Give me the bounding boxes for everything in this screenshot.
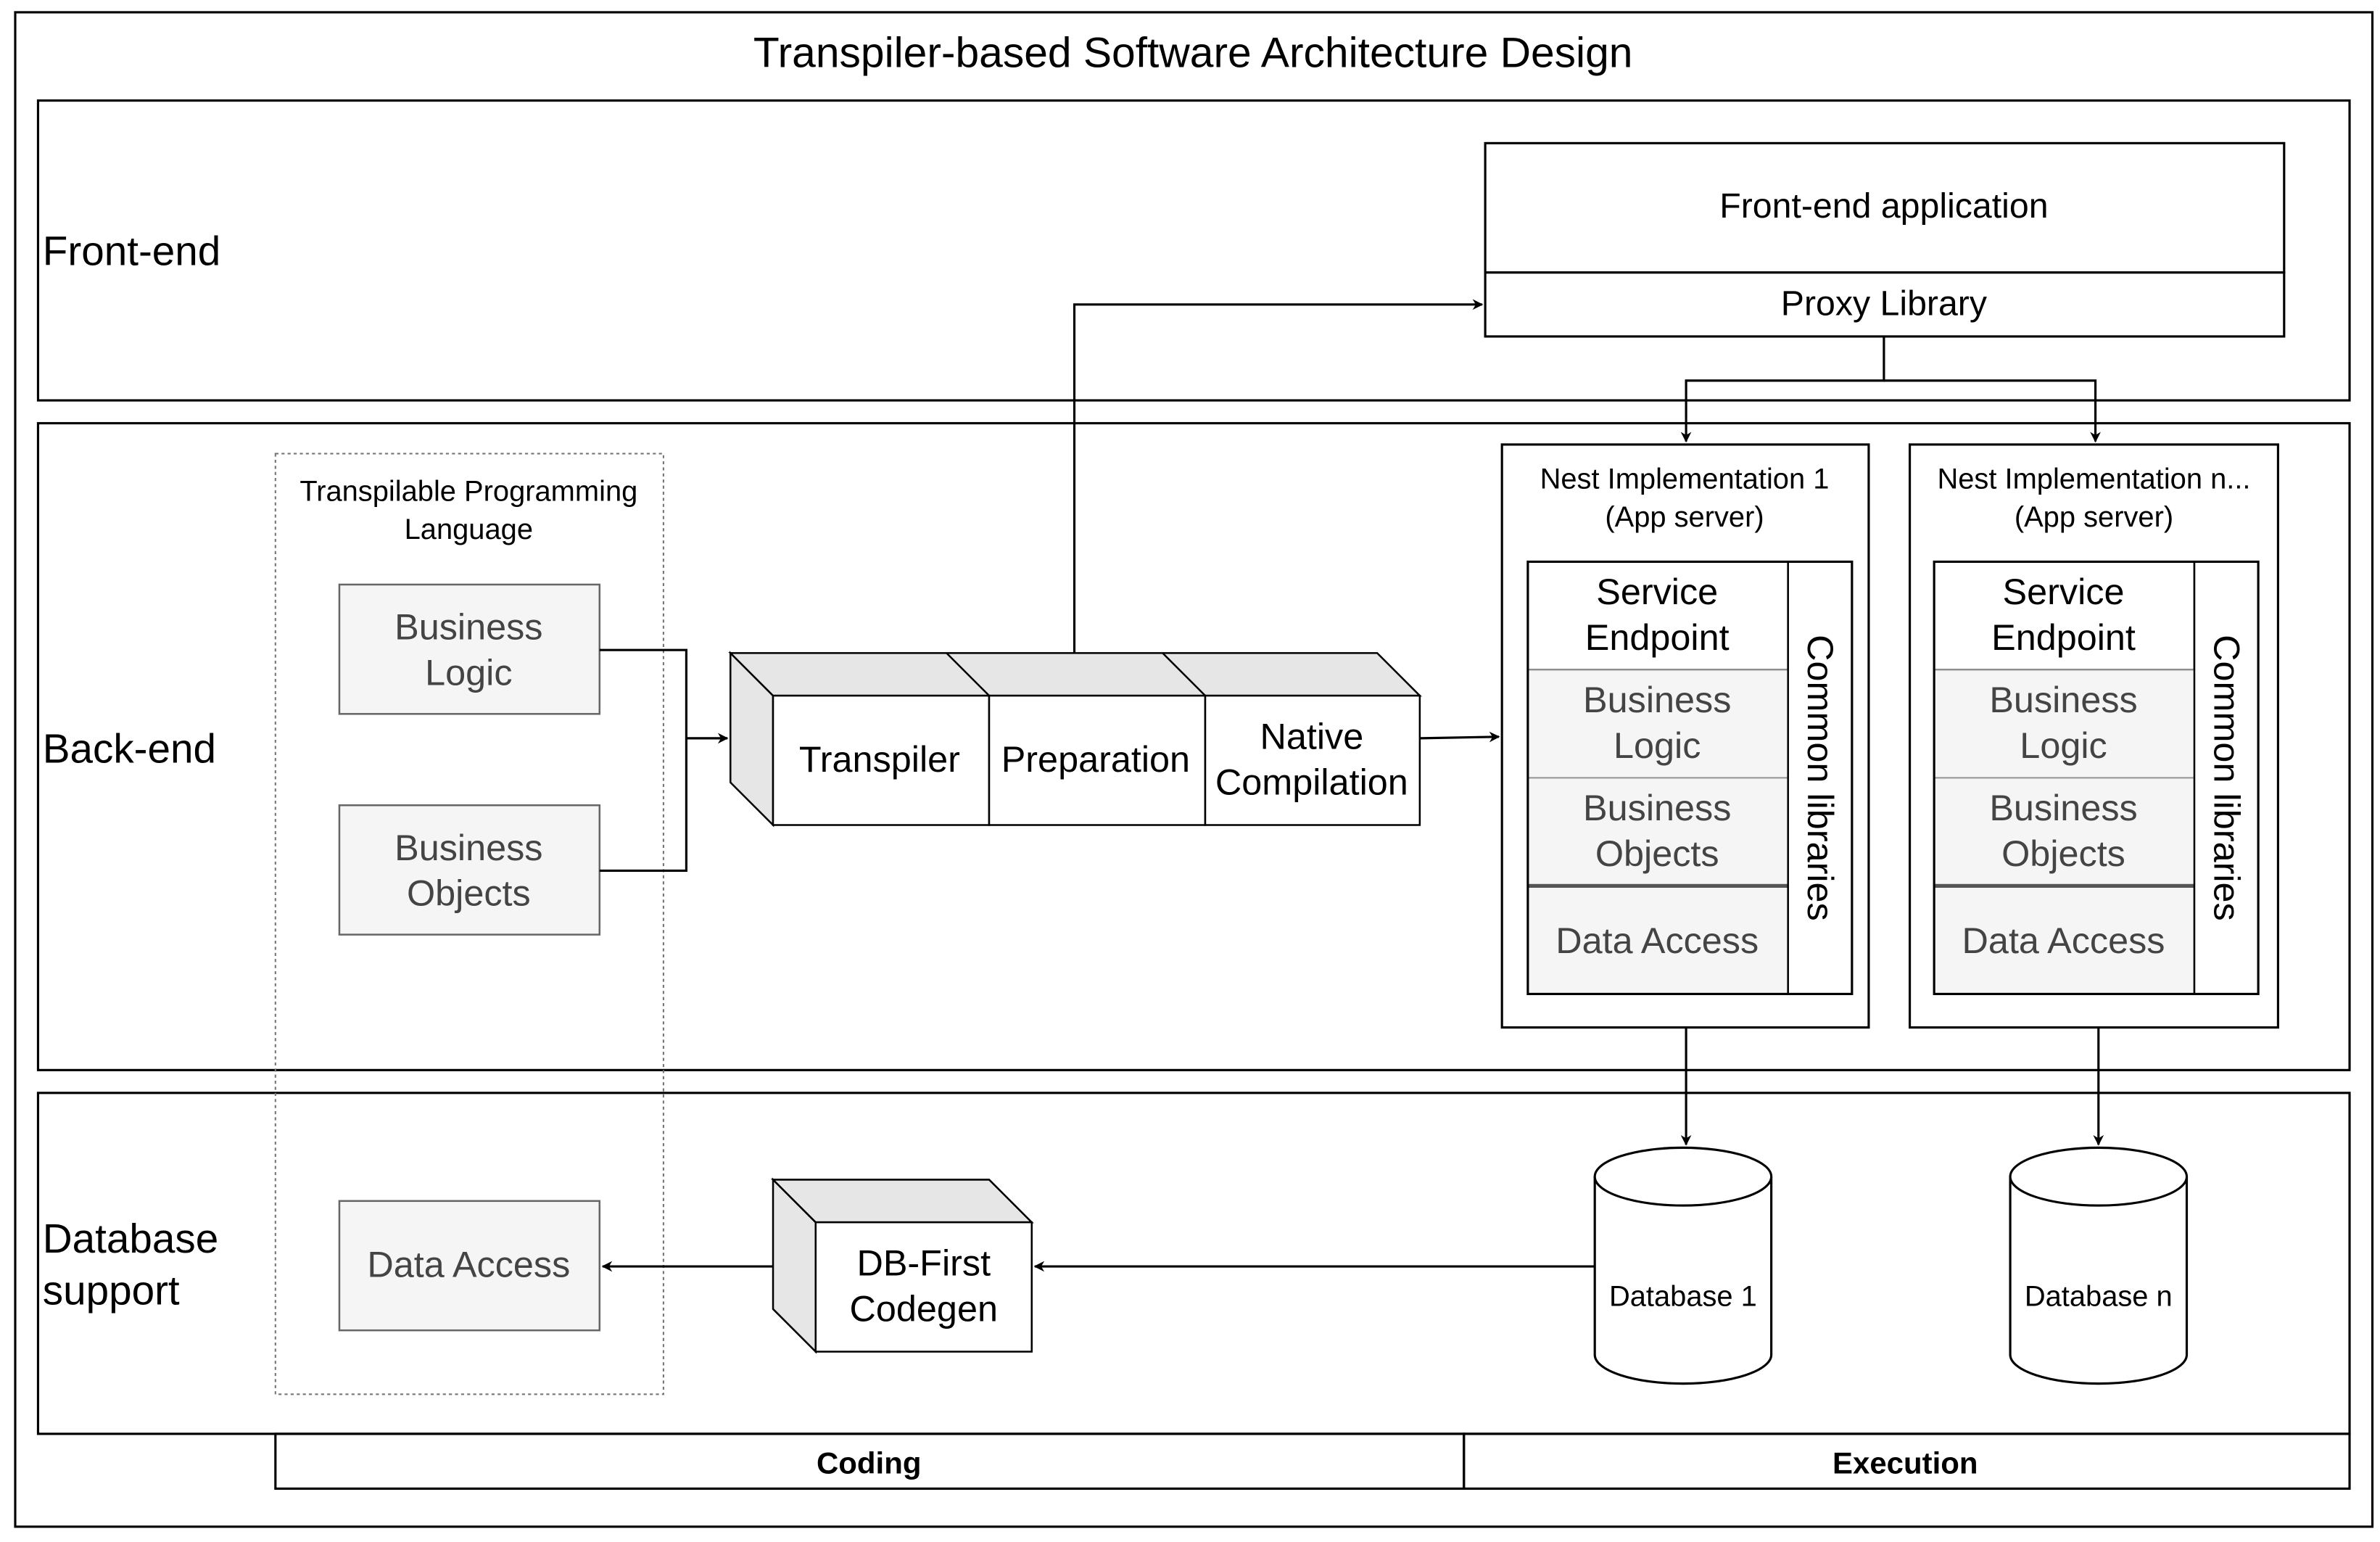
nest1-logic-line2: Logic [1613, 725, 1701, 766]
nest-business-logic-box [1526, 669, 1789, 779]
nest1-data-access-label: Data Access [1555, 920, 1759, 961]
nest1-service-line1: Service [1596, 571, 1718, 612]
proxy-library-label: Proxy Library [1781, 284, 1988, 323]
transpilable-language-container [274, 453, 664, 1395]
database-n-label: Database n [2025, 1281, 2173, 1313]
nestn-objects-line1: Business [1989, 787, 2137, 828]
transpiler-pipeline [728, 651, 1422, 828]
business-logic-line1: Business [394, 606, 542, 647]
nestn-common-libraries-label: Common libraries [2206, 635, 2247, 921]
native-compilation-line1: Native [1260, 716, 1364, 757]
transpilable-title-line2: Language [405, 514, 533, 545]
nest-business-logic-box [1933, 669, 2196, 779]
arrow-to-nest-1 [1419, 731, 1500, 743]
nest-business-objects-box [1526, 777, 1789, 887]
nestn-service-line2: Endpoint [1991, 617, 2136, 658]
arrow-to-proxy-library [1073, 299, 1484, 654]
execution-label: Execution [1832, 1446, 1978, 1480]
proxy-library-box [1484, 271, 2286, 338]
service-endpoint-box [1933, 561, 2196, 671]
arrow-proxy-to-nest-n [1883, 379, 2101, 443]
backend-lane-label: Back-end [43, 726, 216, 772]
nest-data-access-box [1526, 885, 1789, 995]
business-logic-line2: Logic [425, 651, 512, 693]
execution-footer [1463, 1432, 2351, 1491]
codegen-line2: Codegen [850, 1288, 998, 1329]
database-1-label: Database 1 [1609, 1281, 1757, 1313]
nest1-service-line2: Endpoint [1585, 617, 1730, 658]
transpiler-label: Transpiler [799, 738, 960, 780]
db-first-codegen-block [770, 1177, 1034, 1354]
preparation-stage [988, 694, 1207, 826]
business-objects-line1: Business [394, 827, 542, 868]
native-compilation-stage [1204, 694, 1421, 826]
frontend-application-label: Front-end application [1719, 186, 2048, 226]
database-n-cylinder [2009, 1146, 2189, 1385]
data-access-box [338, 1200, 601, 1332]
business-logic-box [338, 583, 601, 715]
data-access-label: Data Access [367, 1244, 570, 1285]
arrow-proxy-to-nest-1 [1680, 336, 1885, 443]
nestn-title-line2: (App server) [2015, 501, 2173, 533]
frontend-lane-label: Front-end [43, 228, 221, 274]
coding-label: Coding [817, 1446, 921, 1480]
connectors [599, 299, 2104, 1272]
codegen-line1: DB-First [856, 1242, 991, 1284]
nest1-common-libraries-label: Common libraries [1800, 635, 1841, 921]
nestn-logic-line1: Business [1989, 679, 2137, 720]
backend-lane [36, 421, 2351, 1071]
native-compilation-line2: Compilation [1215, 762, 1408, 803]
nest-implementation-n [1909, 443, 2279, 1029]
nest1-logic-line1: Business [1583, 679, 1731, 720]
nestn-objects-line2: Objects [2001, 833, 2125, 874]
nestn-logic-line2: Logic [2020, 725, 2107, 766]
nest-implementation-1 [1500, 443, 1870, 1029]
nestn-title-line1: Nest Implementation n... [1937, 463, 2250, 495]
frontend-application-box [1484, 141, 2286, 274]
logic-objects-bracket [599, 648, 687, 873]
nest-business-objects-box [1933, 777, 2196, 887]
preparation-label: Preparation [1001, 738, 1190, 780]
nest1-objects-line1: Business [1583, 787, 1731, 828]
database-lane-label-line2: support [43, 1269, 180, 1314]
common-libraries-box [1787, 561, 1854, 995]
nest1-objects-line2: Objects [1595, 833, 1719, 874]
database-1-cylinder [1593, 1146, 1773, 1385]
transpilable-title-line1: Transpilable Programming [299, 476, 637, 508]
database-lane-label-line1: Database [43, 1216, 218, 1262]
frontend-lane [36, 99, 2351, 402]
transpiler-stage [772, 694, 991, 826]
diagram-title: Transpiler-based Software Architecture D… [753, 29, 1633, 76]
nest1-title-line2: (App server) [1605, 501, 1764, 533]
nest1-title-line1: Nest Implementation 1 [1540, 463, 1830, 495]
business-objects-box [338, 804, 601, 936]
nestn-service-line1: Service [2003, 571, 2125, 612]
service-endpoint-box [1526, 561, 1789, 671]
nestn-data-access-label: Data Access [1962, 920, 2165, 961]
business-objects-line2: Objects [407, 873, 531, 914]
